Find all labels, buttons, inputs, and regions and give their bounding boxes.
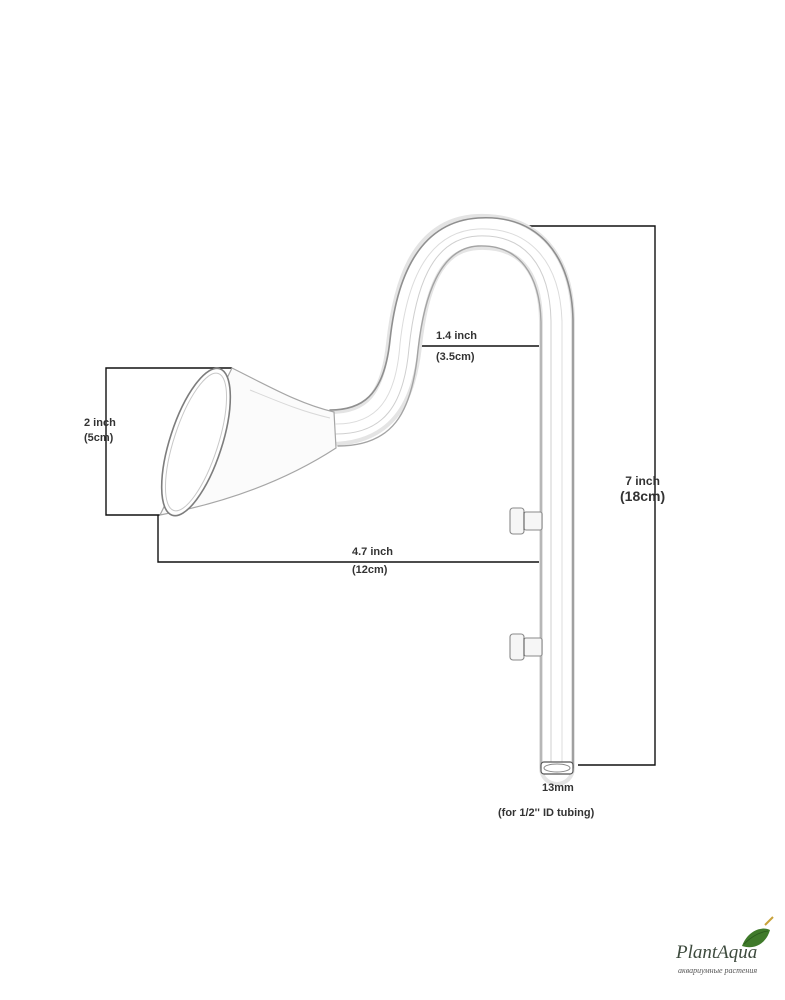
total-height-metric-value: (18cm) [620, 488, 666, 504]
tube-note-label: (for 1/2'' ID tubing) [498, 806, 594, 821]
total-height-value: 7 inch [625, 474, 660, 488]
pipe-mouth [158, 367, 337, 517]
reach-value: 4.7 inch [352, 546, 393, 558]
reach-metric-label: (12cm) [352, 563, 387, 578]
reach-label: 4.7 inch [352, 545, 393, 560]
mouth-height-label: 2 inch (5cm) [84, 416, 116, 446]
logo-tagline: аквариумные растения [678, 966, 758, 975]
tube-diameter-label: 13mm [542, 781, 574, 796]
tube-note-value: (for 1/2'' ID tubing) [498, 807, 595, 819]
top-span-metric-value: (3.5cm) [436, 351, 475, 363]
brand-logo: PlantAqua аквариумные растения [676, 942, 781, 992]
mouth-height-bracket [105, 367, 232, 516]
reach-bracket [157, 515, 545, 563]
top-span-value: 1.4 inch [436, 330, 477, 342]
suction-nubs [509, 507, 543, 661]
reach-metric-value: (12cm) [352, 564, 388, 576]
tube-diameter-value: 13mm [542, 782, 574, 794]
logo-name: PlantAqua [676, 942, 758, 963]
top-span-metric-label: (3.5cm) [436, 350, 475, 365]
mouth-height-metric-value: (5cm) [84, 432, 114, 444]
glass-pipe [312, 213, 575, 786]
total-height-bracket [478, 225, 656, 766]
mouth-height-value: 2 inch [84, 417, 116, 429]
dimension-lines [105, 225, 656, 766]
top-span-label: 1.4 inch [436, 329, 477, 344]
leaf-icon [742, 916, 774, 948]
total-height-label: 7 inch (18cm) [620, 474, 665, 504]
